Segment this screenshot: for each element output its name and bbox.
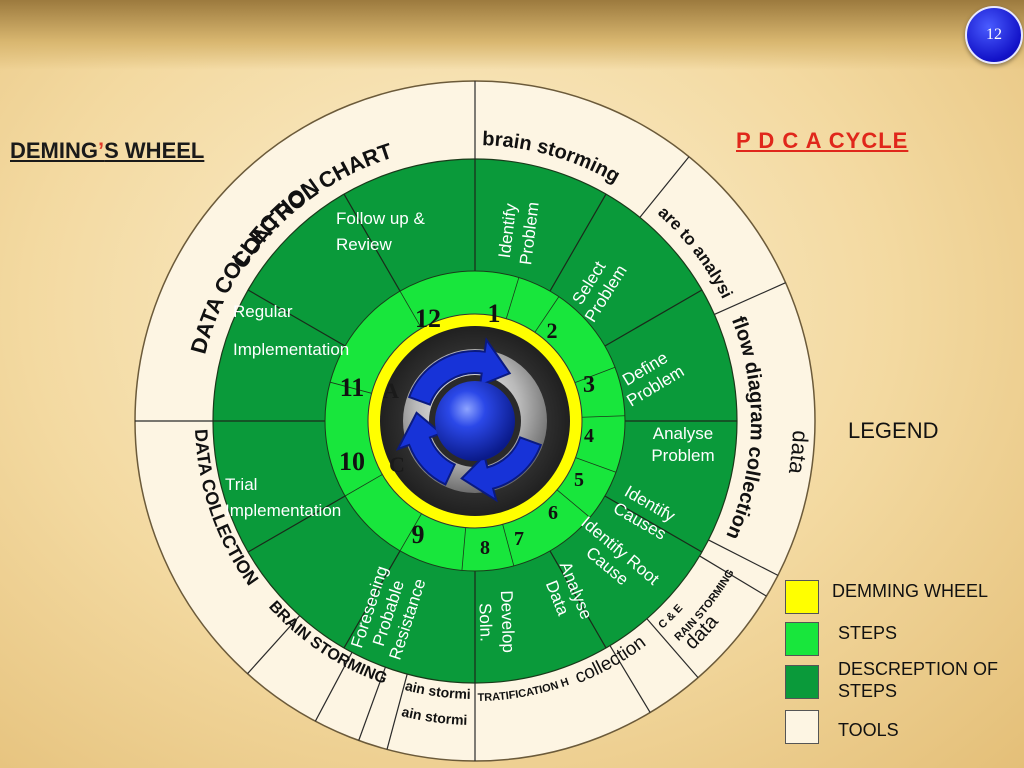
segment-divider [247,495,346,553]
segment-divider [343,550,401,649]
segment-divider [247,289,346,347]
center-ball [435,381,515,461]
description-line: Implementation [233,340,349,359]
step-divider [534,296,560,333]
pdca-arrows-graphic: A C [380,326,570,516]
center-letter-a: A [383,378,399,403]
step-number-4: 4 [584,425,594,447]
legend-label: DEMMING WHEEL [832,581,989,601]
description-line: Trial [225,475,257,494]
step-number-1: 1 [488,299,501,328]
step-divider [330,381,372,394]
legend-swatch [785,710,819,744]
description-line: Review [336,235,392,254]
step-divider [502,524,515,566]
step-description-12: Follow up & Review [336,209,425,254]
step-divider [575,457,617,473]
tool-divider [699,555,767,597]
tool-divider [714,282,786,315]
step-number-8: 8 [480,537,490,559]
page-number-badge: 12 [965,6,1023,64]
title-pdca-cycle: P D C A CYCLE [736,128,909,153]
segment-divider [549,193,607,292]
legend-swatch [785,580,819,614]
step-divider [581,415,625,418]
segment-divider [604,495,703,553]
title-left-part1: DEMING [10,138,98,163]
description-line: Problem [651,446,714,465]
center-letter-c: C [389,452,405,477]
title-left-part2: S WHEEL [104,138,205,163]
description-line: Implementation [225,501,341,520]
step-number-3: 3 [583,372,595,398]
step-number-12: 12 [415,304,441,333]
description-line: Soln. [475,603,495,642]
legend-label: STEPS [838,623,898,643]
step-divider [556,489,591,518]
step-divider [461,527,467,571]
step-number-10: 10 [339,447,365,476]
description-line: Develop [497,590,518,653]
description-line: Analyse [653,424,713,443]
tool-divider [708,539,779,576]
step-number-6: 6 [548,502,558,524]
step-divider [574,366,616,384]
legend-swatch [785,665,819,699]
step-divider [344,474,383,497]
legend-label: TOOLS [838,720,899,740]
segment-divider [604,289,703,347]
tool-divider [646,618,699,678]
step-number-5: 5 [574,469,584,491]
tool-divider [314,652,353,722]
step-divider [399,513,422,552]
step-divider [399,290,422,329]
legend-title: LEGEND [848,418,939,443]
legend-swatch [785,622,819,656]
segment-divider [549,550,607,649]
tool-divider [609,645,651,713]
step-number-2: 2 [547,318,558,343]
step-number-11: 11 [340,373,365,402]
cycle-arrow [407,337,512,406]
step-number-9: 9 [412,520,425,549]
top-banner [0,0,1024,70]
tool-divider [639,156,690,218]
tool-divider [247,615,301,675]
cycle-arrow [395,411,457,486]
legend-label: DESCREPTION OF STEPS [838,659,999,701]
step-divider [505,277,520,319]
description-line: Follow up & [336,209,425,228]
segment-divider [343,193,401,292]
step-number-7: 7 [514,528,524,550]
tool-divider [358,666,386,741]
title-demings-wheel: DEMING’S WHEEL [10,138,204,164]
title-left-apostrophe: ’ [98,138,105,163]
tool-divider [386,673,408,750]
description-line: Regular [233,302,293,321]
tool-label: data [784,430,813,477]
cycle-arrow [460,436,543,503]
